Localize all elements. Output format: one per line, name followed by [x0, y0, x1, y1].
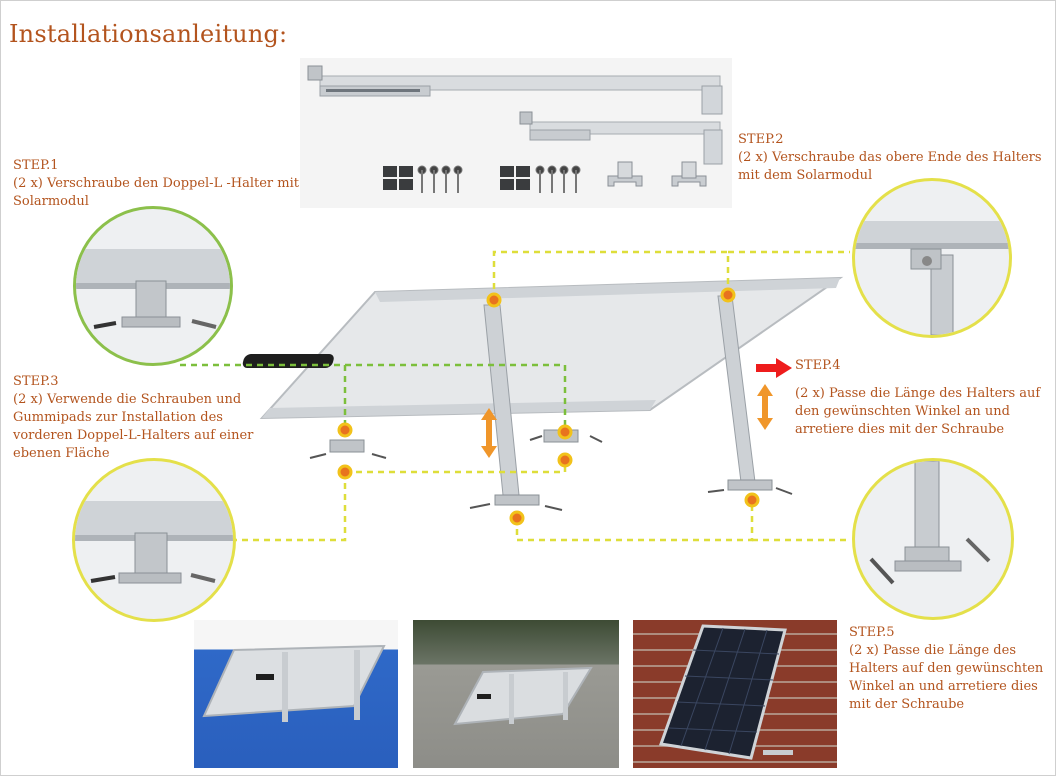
step-4-heading: STEP.4: [795, 358, 841, 373]
page-title: Installationsanleitung:: [9, 20, 288, 48]
detail-circle-step1: [73, 206, 233, 366]
step-2: STEP.2 (2 x) Verschraube das obere Ende …: [738, 131, 1050, 185]
step-3-text: (2 x) Verwende die Schrauben und Gummipa…: [13, 392, 254, 461]
photo-roof-mount: [194, 620, 398, 768]
step-4: STEP.4 (2 x) Passe die Länge des Halters…: [795, 357, 1045, 439]
assembly-diagram: [0, 200, 1056, 600]
detail-circle-step3: [72, 458, 236, 622]
step-2-heading: STEP.2: [738, 132, 784, 147]
detail-circle-step2: [852, 178, 1012, 338]
step-3-heading: STEP.3: [13, 374, 59, 389]
step-3: STEP.3 (2 x) Verwende die Schrauben und …: [13, 373, 273, 463]
step-1-heading: STEP.1: [13, 158, 59, 173]
step-5-heading: STEP.5: [849, 625, 895, 640]
photo-wall-mount: [633, 620, 837, 768]
detail-circle-step4: [852, 458, 1014, 620]
photo-ground-mount: [413, 620, 619, 768]
step-1: STEP.1 (2 x) Verschraube den Doppel-L -H…: [13, 157, 303, 211]
right-arrow-icon: [756, 358, 792, 378]
step-5: STEP.5 (2 x) Passe die Länge des Halters…: [849, 624, 1054, 714]
double-arrow-icon: [481, 384, 773, 458]
step-2-text: (2 x) Verschraube das obere Ende des Hal…: [738, 150, 1042, 183]
step-1-text: (2 x) Verschraube den Doppel-L -Halter m…: [13, 176, 299, 209]
step-4-text: (2 x) Passe die Länge des Halters auf de…: [795, 386, 1041, 437]
step-5-text: (2 x) Passe die Länge des Halters auf de…: [849, 643, 1044, 712]
parts-kit-image: [300, 58, 732, 208]
